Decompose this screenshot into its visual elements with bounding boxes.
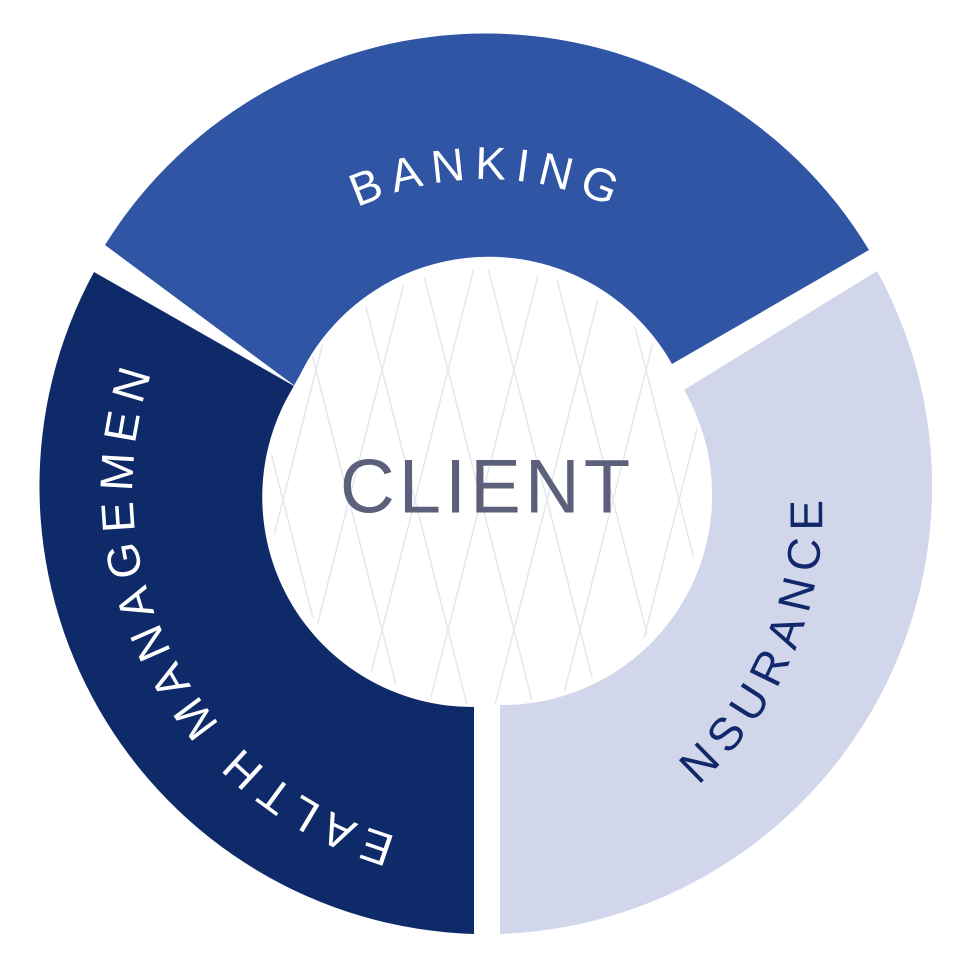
pattern-line xyxy=(745,890,811,975)
pattern-line xyxy=(844,760,910,890)
segment-insurance[interactable] xyxy=(500,271,933,934)
pattern-line xyxy=(612,629,680,705)
pattern-line xyxy=(579,499,647,631)
pattern-line xyxy=(282,369,350,501)
pattern-line xyxy=(546,629,614,705)
center-disc xyxy=(217,269,943,975)
pattern-line xyxy=(348,369,416,501)
pattern-line xyxy=(414,369,482,501)
pattern-line xyxy=(877,890,943,975)
pattern-line xyxy=(480,369,548,501)
pattern-line xyxy=(678,369,705,501)
pattern-line xyxy=(217,890,283,975)
pattern-line xyxy=(315,499,383,631)
segment-wealth-management[interactable] xyxy=(39,272,474,934)
pattern-line xyxy=(348,629,416,705)
pattern-line xyxy=(811,890,877,975)
pattern-line xyxy=(513,499,581,631)
pattern-line xyxy=(513,269,581,371)
pattern-line xyxy=(447,269,515,371)
pattern-line xyxy=(447,499,515,631)
pattern-line xyxy=(480,629,548,705)
pattern-line xyxy=(612,369,680,501)
pattern-line xyxy=(269,499,317,631)
pattern-line xyxy=(414,629,482,705)
pattern-line xyxy=(381,269,449,371)
segment-banking[interactable] xyxy=(105,33,869,387)
pattern-line xyxy=(381,499,449,631)
pattern-line xyxy=(269,369,284,501)
pattern-line xyxy=(546,369,614,501)
center-label: CLIENT xyxy=(340,445,634,530)
pattern-line xyxy=(679,890,745,975)
